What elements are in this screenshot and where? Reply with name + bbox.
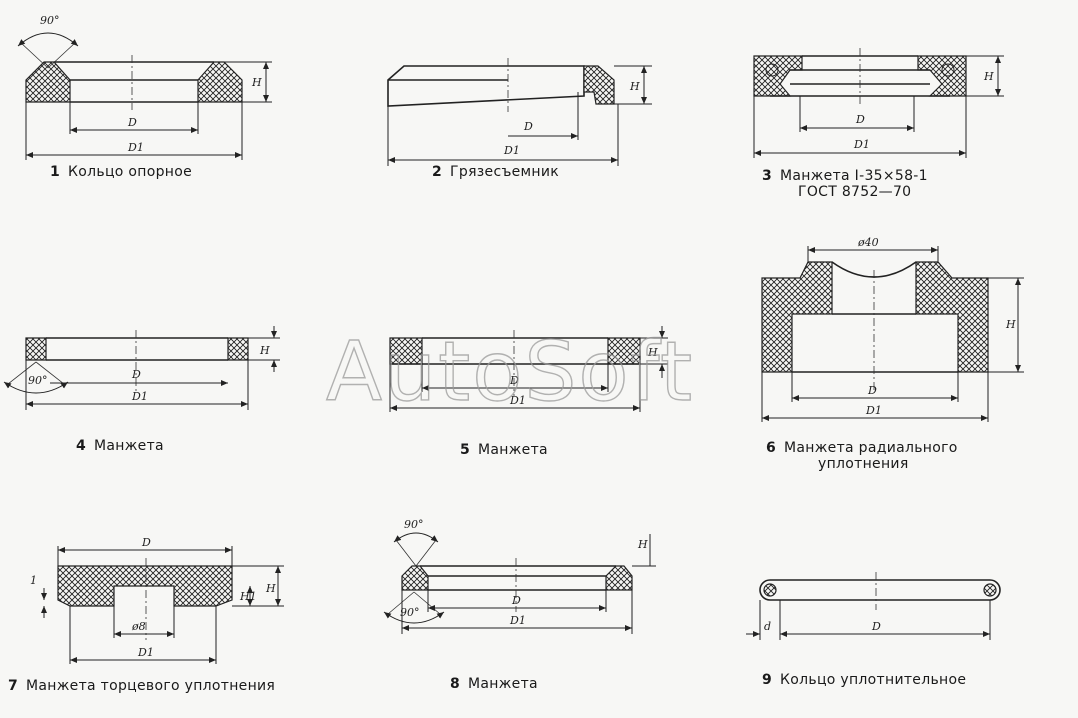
part-1-drawing: 90° D D1 H (17, 14, 272, 160)
part-2-d-label: D (523, 120, 533, 133)
part-7-drawing: D ø8 D1 H H1 1 (30, 536, 284, 664)
part-7-h1-label: H1 (239, 590, 257, 603)
part-6-drawing: ø40 D D1 H (761, 236, 1024, 422)
part-1-d1-label: D1 (127, 141, 144, 154)
part-7-h-label: H (265, 582, 276, 595)
part-6-top-label: ø40 (857, 236, 879, 249)
autosoft-watermark: AutoSoft (326, 325, 694, 420)
part-7-hole-label: ø8 (131, 620, 146, 633)
part-5-d-label: D (509, 374, 519, 387)
part-3-h-label: H (983, 70, 994, 83)
part-8-h-label: H (637, 538, 648, 551)
part-8-d1-label: D1 (509, 614, 526, 627)
part-1-h-label: H (251, 76, 262, 89)
part-2-drawing: D D1 H (387, 58, 652, 166)
part-5-drawing: D D1 H (389, 326, 668, 412)
part-9-drawing: d D (746, 572, 1001, 640)
part-4-d-label: D (131, 368, 141, 381)
part-3-drawing: D D1 H (753, 48, 1004, 158)
part-7-d-label: D (141, 536, 151, 549)
part-3-caption-line2: ГОСТ 8752—70 (798, 184, 912, 200)
part-4-drawing: 90° D D1 H (3, 326, 280, 410)
part-2-d1-label: D1 (503, 144, 520, 157)
part-7-one-label: 1 (30, 574, 37, 587)
part-8-drawing: 90° 90° D D1 H (383, 518, 656, 634)
part-2-h-label: H (629, 80, 640, 93)
part-4-angle: 90° (28, 374, 48, 387)
part-1-d-label: D (127, 116, 137, 129)
part-6-d-label: D (867, 384, 877, 397)
part-3-d1-label: D1 (853, 138, 870, 151)
part-6-caption-line2: уплотнения (818, 456, 909, 472)
part-9-small-d-label: d (764, 620, 771, 633)
part-1-angle: 90° (40, 14, 60, 27)
part-9-d-label: D (871, 620, 881, 633)
part-4-d1-label: D1 (131, 390, 148, 403)
part-5-h-label: H (647, 346, 658, 359)
part-6-h-label: H (1005, 318, 1016, 331)
part-5-d1-label: D1 (509, 394, 526, 407)
part-7-d1-label: D1 (137, 646, 154, 659)
part-4-h-label: H (259, 344, 270, 357)
part-8-angle-bottom: 90° (400, 606, 420, 619)
part-6-d1-label: D1 (865, 404, 882, 417)
part-3-d-label: D (855, 113, 865, 126)
part-8-d-label: D (511, 594, 521, 607)
part-8-angle-top: 90° (404, 518, 424, 531)
